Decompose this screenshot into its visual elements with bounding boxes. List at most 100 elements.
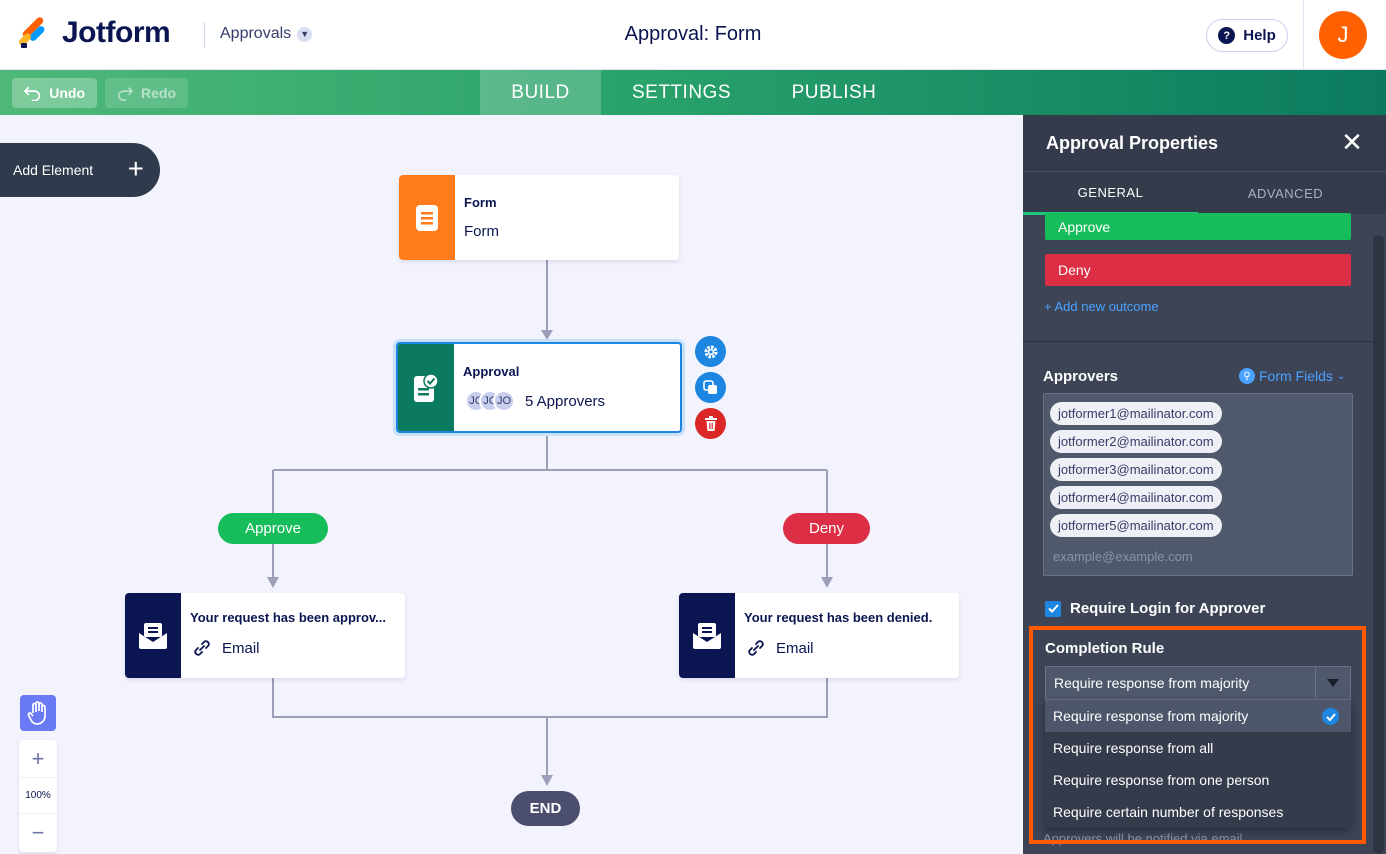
hand-icon <box>27 701 46 725</box>
tab-settings[interactable]: SETTINGS <box>631 81 731 103</box>
approver-email-chip[interactable]: jotformer3@mailinator.com <box>1050 458 1222 481</box>
form-fields-dropdown[interactable]: ⚲ Form Fields ⌄ <box>1239 368 1345 384</box>
pan-tool-button[interactable] <box>20 695 56 731</box>
link-icon <box>194 640 210 656</box>
completion-rule-highlight <box>1029 626 1366 844</box>
close-icon[interactable]: ✕ <box>1341 127 1363 157</box>
email-node-approved[interactable]: Your request has been approv... Email <box>125 593 405 678</box>
email-node-icon-box <box>125 593 181 678</box>
help-button[interactable]: ? Help <box>1206 19 1288 52</box>
header-divider <box>204 22 205 48</box>
panel-title: Approval Properties <box>1046 133 1219 153</box>
tab-advanced[interactable]: ADVANCED <box>1247 186 1324 201</box>
caret-down-icon <box>1315 667 1350 699</box>
link-icon: ⚲ <box>1239 368 1255 384</box>
app-switcher[interactable]: Approvals ▼ <box>220 25 313 43</box>
node-duplicate-button[interactable] <box>695 372 726 403</box>
question-icon: ? <box>1218 27 1236 44</box>
completion-rule-options: Require response from majority Require r… <box>1045 700 1351 828</box>
email-node-type-row: Email <box>192 638 260 658</box>
approval-node-icon-box <box>398 344 454 431</box>
completion-option-label: Require response from all <box>1053 740 1214 756</box>
app-switcher-label: Approvals <box>220 25 292 42</box>
chevron-down-icon: ▼ <box>297 26 313 42</box>
form-node-type: Form <box>464 195 497 210</box>
undo-icon <box>24 86 41 101</box>
outcome-approve[interactable]: Approve <box>1045 213 1351 240</box>
require-login-checkbox[interactable]: Require Login for Approver <box>1045 600 1265 617</box>
completion-option-label: Require response from majority <box>1053 708 1249 724</box>
chevron-down-icon: ⌄ <box>1336 370 1346 382</box>
completion-option[interactable]: Require response from all <box>1045 732 1351 764</box>
email-node-denied[interactable]: Your request has been denied. Email <box>679 593 959 678</box>
email-placeholder[interactable]: example@example.com <box>1053 549 1193 564</box>
form-fields-label: Form Fields <box>1259 368 1333 384</box>
form-node-title: Form <box>464 223 499 240</box>
logo-text: Jotform <box>62 16 171 49</box>
add-outcome-link[interactable]: + Add new outcome <box>1044 299 1159 314</box>
tab-general[interactable]: GENERAL <box>1023 172 1198 215</box>
zoom-out-button[interactable]: − <box>31 819 45 845</box>
header-divider-right <box>1303 0 1304 70</box>
check-icon <box>1322 708 1339 725</box>
approval-node-type: Approval <box>463 364 520 379</box>
gear-icon <box>704 345 717 358</box>
approve-branch-label[interactable]: Approve <box>218 513 328 544</box>
approval-icon <box>414 372 439 402</box>
require-login-label: Require Login for Approver <box>1070 600 1266 617</box>
panel-tabs: GENERAL ADVANCED <box>1023 171 1386 215</box>
jotform-logo[interactable]: Jotform <box>17 15 171 50</box>
panel-scrollbar[interactable] <box>1373 235 1384 854</box>
node-settings-button[interactable] <box>695 336 726 367</box>
completion-rule-select[interactable]: Require response from majority <box>1045 666 1351 700</box>
approval-node[interactable]: Approval JC JC JO 5 Approvers <box>396 342 682 433</box>
duplicate-icon <box>703 380 717 394</box>
approvers-email-input[interactable]: jotformer1@mailinator.com jotformer2@mai… <box>1043 393 1353 576</box>
approver-avatars: JC JC JO 5 Approvers <box>465 390 605 412</box>
redo-button[interactable]: Redo <box>105 78 188 108</box>
approver-avatar: JO <box>493 390 515 412</box>
add-element-label: Add Element <box>13 162 94 178</box>
deny-branch-label[interactable]: Deny <box>783 513 870 544</box>
completion-option[interactable]: Require response from majority <box>1045 700 1351 732</box>
panel-header: Approval Properties ✕ <box>1023 115 1386 171</box>
form-node[interactable]: Form Form <box>399 175 679 260</box>
email-node-title: Your request has been approv... <box>190 610 387 625</box>
completion-option[interactable]: Require certain number of responses <box>1045 796 1351 828</box>
end-node[interactable]: END <box>511 791 580 826</box>
approver-email-chip[interactable]: jotformer1@mailinator.com <box>1050 402 1222 425</box>
email-node-type: Email <box>776 639 814 657</box>
completion-rule-value: Require response from majority <box>1054 675 1250 691</box>
form-node-icon-box <box>399 175 455 260</box>
email-node-title: Your request has been denied. <box>744 610 933 625</box>
redo-label: Redo <box>141 85 176 101</box>
flow-connectors <box>267 260 833 786</box>
tab-publish[interactable]: PUBLISH <box>791 81 877 103</box>
completion-option-label: Require certain number of responses <box>1053 804 1284 820</box>
outcome-deny[interactable]: Deny <box>1045 254 1351 286</box>
add-element-button[interactable]: Add Element + <box>0 143 160 197</box>
form-icon <box>416 204 438 231</box>
zoom-in-button[interactable]: + <box>31 745 45 771</box>
envelope-icon <box>693 622 721 649</box>
approvers-label: Approvers <box>1043 368 1119 385</box>
node-delete-button[interactable] <box>695 408 726 439</box>
approver-email-chip[interactable]: jotformer5@mailinator.com <box>1050 514 1222 537</box>
undo-button[interactable]: Undo <box>12 78 97 108</box>
help-label: Help <box>1243 27 1276 44</box>
email-node-icon-box <box>679 593 735 678</box>
checkbox-checked-icon <box>1045 600 1061 617</box>
user-avatar[interactable]: J <box>1319 11 1367 59</box>
tab-build[interactable]: BUILD <box>480 70 601 115</box>
approver-email-chip[interactable]: jotformer4@mailinator.com <box>1050 486 1222 509</box>
builder-toolbar: Undo Redo BUILD SETTINGS PUBLISH <box>0 70 1386 115</box>
email-node-type-row: Email <box>746 638 814 658</box>
link-icon <box>748 640 764 656</box>
plus-icon: + <box>127 153 144 184</box>
completion-option[interactable]: Require response from one person <box>1045 764 1351 796</box>
envelope-icon <box>139 622 167 649</box>
jotform-logo-icon <box>17 15 50 49</box>
approvers-count: 5 Approvers <box>525 392 606 410</box>
zoom-level: 100% <box>19 777 57 814</box>
approver-email-chip[interactable]: jotformer2@mailinator.com <box>1050 430 1222 453</box>
